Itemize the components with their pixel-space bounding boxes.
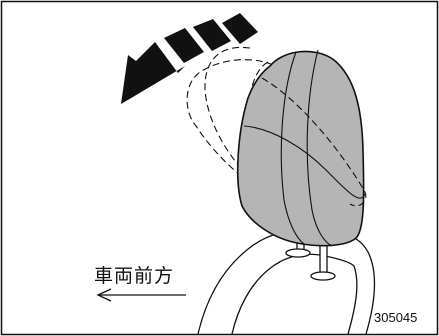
arrow-head	[121, 42, 185, 104]
tilt-forward-arrow	[121, 13, 258, 104]
seat-back-outline	[197, 229, 376, 335]
arrow-dash-3	[164, 28, 204, 63]
stay-collar-right	[310, 271, 336, 281]
stay-collar-left	[285, 248, 311, 258]
headrest-ghost-overlay	[261, 77, 367, 207]
headrest-contours	[243, 49, 366, 247]
vehicle-forward-arrow	[96, 288, 186, 302]
arrow-dash-1	[222, 13, 258, 44]
figure-number: 305045	[374, 310, 418, 325]
arrow-dash-2	[193, 19, 231, 51]
vehicle-forward-label: 車両前方	[94, 265, 175, 287]
